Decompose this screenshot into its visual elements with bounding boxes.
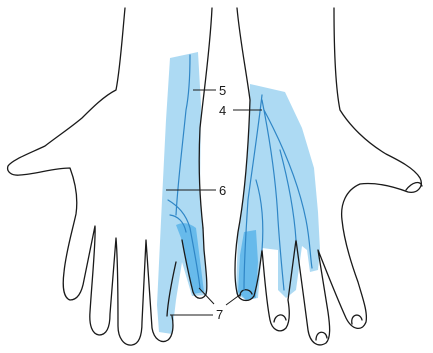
nail-3 [352, 315, 362, 324]
left-hand-wrist-right [199, 8, 212, 228]
label-7: 7 [216, 307, 223, 322]
left-hand-outline [8, 8, 173, 345]
innervation-regions [157, 52, 320, 334]
label-4: 4 [219, 103, 226, 118]
label-6: 6 [219, 183, 226, 198]
label-5: 5 [219, 83, 226, 98]
leader-7c [226, 294, 241, 305]
hand-outlines [8, 8, 422, 345]
labels: 5 4 6 7 [216, 83, 226, 322]
nail-1 [274, 315, 286, 322]
nail-2 [316, 332, 327, 340]
